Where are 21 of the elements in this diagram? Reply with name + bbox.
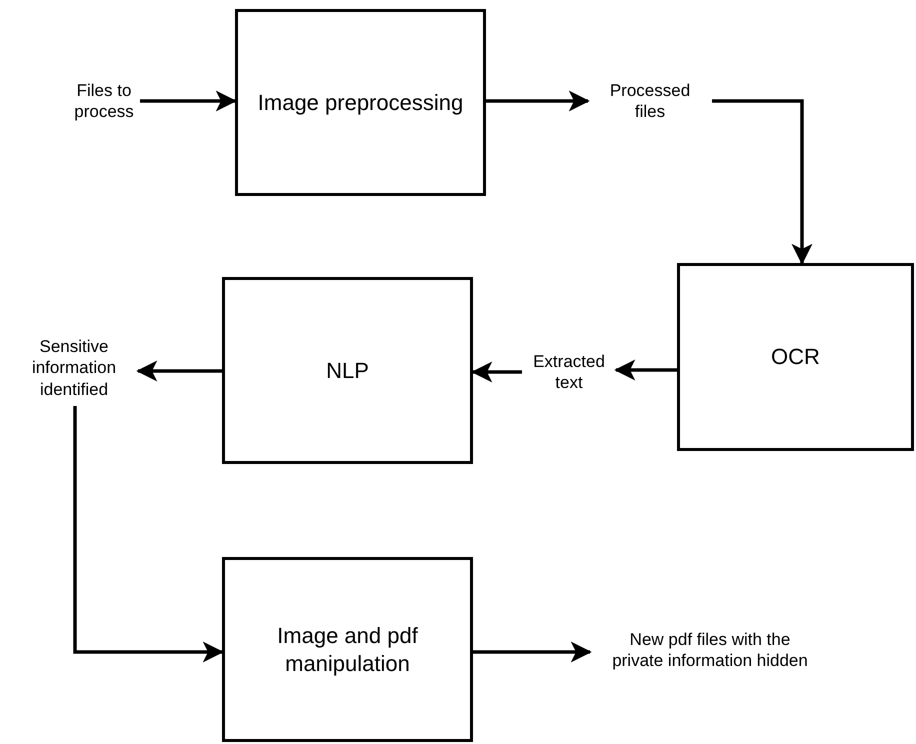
process-box: [235, 9, 486, 196]
flow-label: Sensitive information identified: [30, 336, 118, 400]
process-box: [222, 557, 473, 742]
box-label: Image and pdf manipulation: [276, 622, 419, 677]
arrow: [136, 360, 222, 382]
flow-label: Extracted text: [532, 350, 606, 394]
arrow: [473, 642, 592, 662]
flow-label: New pdf files with the private information hidden: [611, 628, 809, 672]
process-box: [222, 277, 473, 464]
flow-label: Processed files: [608, 80, 692, 122]
arrow: [140, 90, 237, 112]
flow-label: Files to process: [73, 80, 135, 122]
box-label: OCR: [770, 343, 821, 371]
arrow: [712, 99, 812, 265]
arrow: [486, 90, 590, 112]
arrow: [73, 406, 224, 662]
arrow: [614, 360, 677, 380]
process-box: [677, 263, 914, 451]
arrow: [471, 362, 522, 382]
box-label: NLP: [325, 356, 370, 384]
box-label: Image preprocessing: [256, 88, 464, 116]
